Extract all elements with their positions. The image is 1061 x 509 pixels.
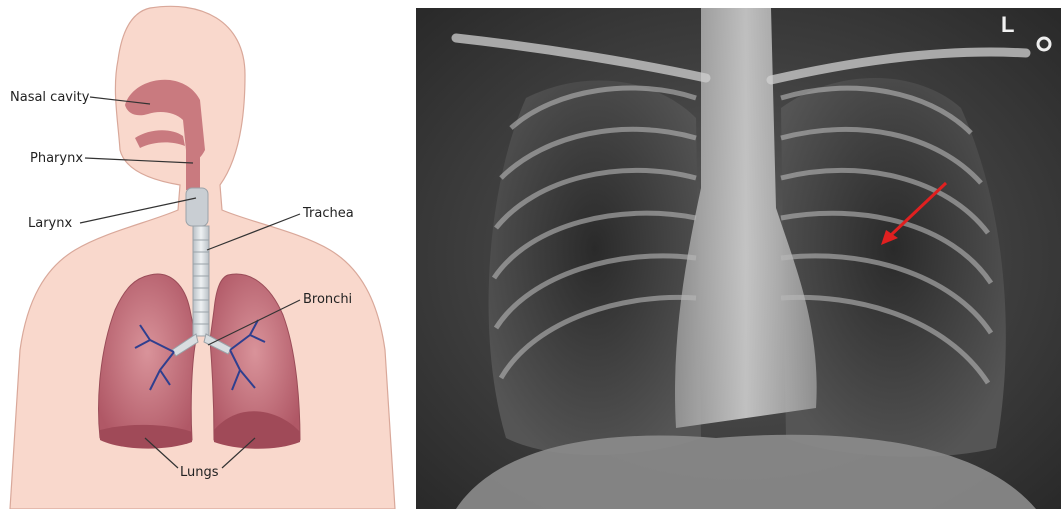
larynx-shape (186, 188, 208, 226)
chest-xray-image: L (416, 8, 1061, 509)
respiratory-anatomy-diagram: Nasal cavity Pharynx Larynx Trachea Bron… (0, 0, 405, 509)
trachea-shape (193, 226, 209, 336)
xray-right-lung-field (489, 81, 701, 455)
label-nasal-cavity: Nasal cavity (10, 90, 90, 105)
label-bronchi: Bronchi (303, 292, 352, 307)
label-trachea: Trachea (302, 206, 354, 221)
label-pharynx: Pharynx (30, 151, 83, 166)
label-lungs: Lungs (180, 465, 219, 480)
xray-side-marker: L (1001, 12, 1014, 37)
pharynx-shape (186, 150, 200, 190)
label-larynx: Larynx (28, 216, 72, 231)
